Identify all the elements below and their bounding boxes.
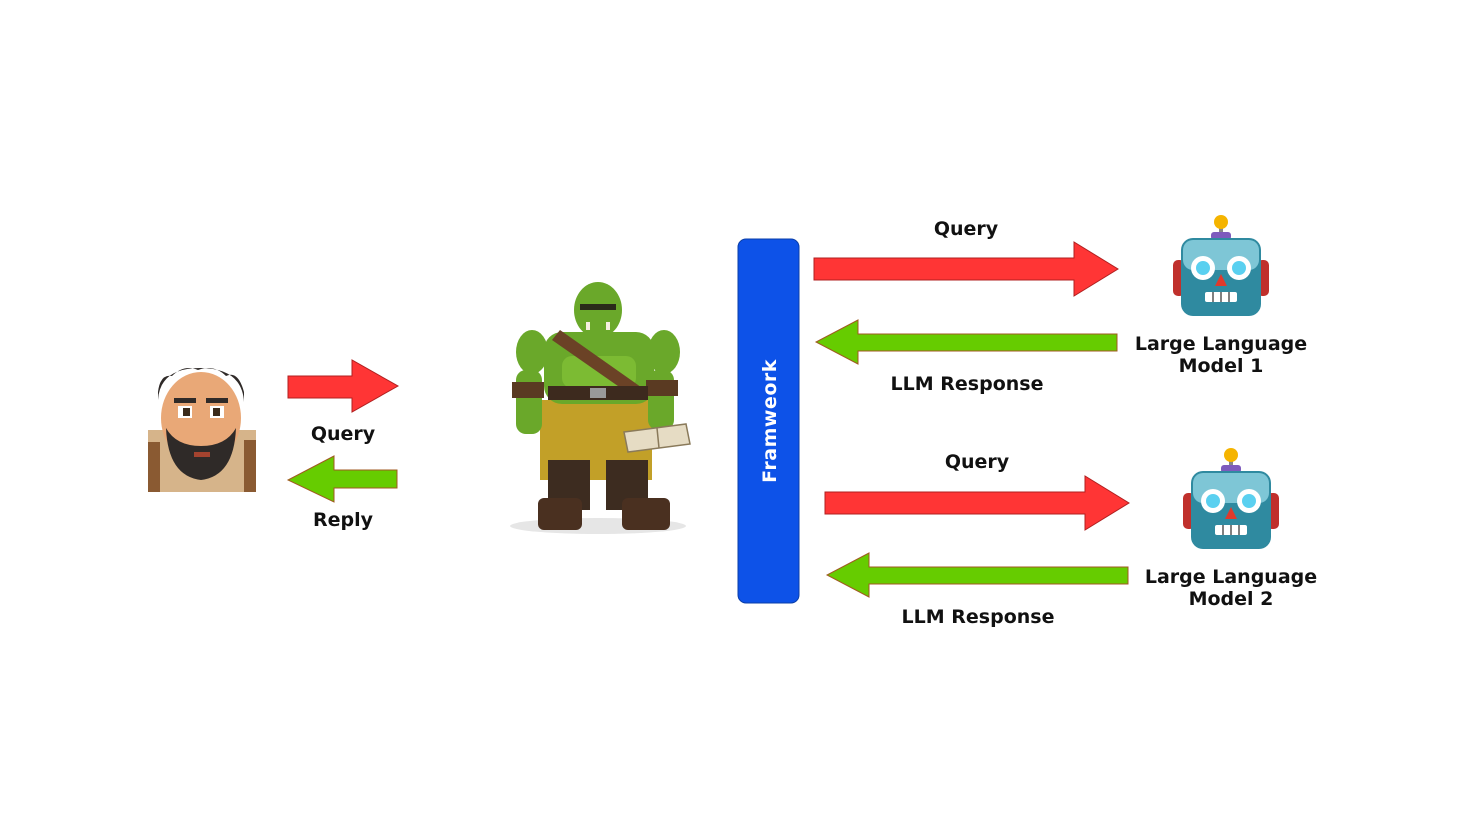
user-reply-arrow (286, 455, 398, 503)
model-2-query-arrow (824, 475, 1130, 531)
model-1-query-arrow (813, 241, 1119, 297)
human-avatar-icon (148, 368, 256, 492)
model-2-name-line1: Large Language (1145, 566, 1317, 588)
model-1-name-line2: Model 1 (1179, 355, 1264, 377)
user-query-arrow (287, 359, 400, 413)
model-2-name-line2: Model 2 (1189, 588, 1274, 610)
framework-bar (737, 238, 800, 604)
model-1-query-label: Query (934, 218, 999, 240)
model-1-response-label: LLM Response (891, 373, 1044, 395)
user-reply-label: Reply (313, 509, 374, 531)
user-query-label: Query (311, 423, 376, 445)
orc-agent-icon (510, 282, 691, 534)
model-1-response-arrow (814, 319, 1118, 365)
model-2-response-label: LLM Response (902, 606, 1055, 628)
robot-1-icon (1171, 213, 1271, 318)
framework-label: Framweork (759, 359, 781, 483)
model-1-name-line1: Large Language (1135, 333, 1307, 355)
model-2-query-label: Query (945, 451, 1010, 473)
robot-2-icon (1181, 446, 1281, 551)
model-2-response-arrow (825, 552, 1129, 598)
